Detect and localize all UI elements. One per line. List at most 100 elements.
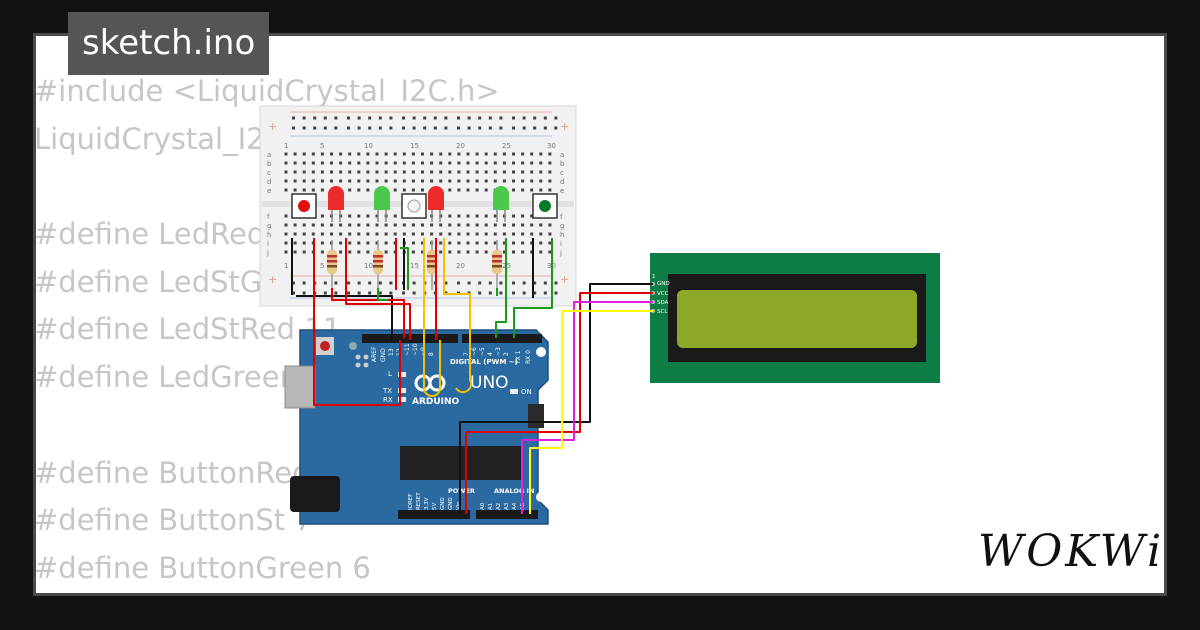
rail-hole bbox=[433, 116, 437, 120]
preview-card bbox=[33, 33, 1167, 596]
breadboard-hole bbox=[502, 223, 506, 227]
breadboard-hole bbox=[502, 152, 506, 156]
rail-hole bbox=[522, 116, 526, 120]
breadboard-hole bbox=[439, 250, 443, 254]
rail-hole bbox=[554, 291, 558, 295]
breadboard-hole bbox=[448, 232, 452, 236]
breadboard-hole bbox=[484, 223, 488, 227]
breadboard-hole bbox=[411, 179, 415, 183]
breadboard-hole bbox=[512, 241, 515, 245]
breadboard-hole bbox=[493, 223, 497, 227]
rail-hole bbox=[488, 126, 492, 130]
push-button-green[interactable] bbox=[532, 193, 558, 219]
breadboard-hole bbox=[539, 161, 543, 165]
rail-hole bbox=[488, 281, 492, 285]
breadboard-hole bbox=[393, 232, 397, 236]
breadboard-hole bbox=[448, 241, 452, 245]
lcd-pin-label: VCC bbox=[657, 291, 669, 297]
rail-hole bbox=[499, 291, 503, 295]
breadboard-hole bbox=[521, 179, 525, 183]
breadboard-hole bbox=[521, 223, 525, 227]
code-line: #define ButtonRed 8 bbox=[34, 455, 339, 490]
breadboard-hole bbox=[384, 179, 388, 183]
wire-yellow bbox=[423, 238, 441, 397]
svg-text:+: + bbox=[560, 273, 569, 286]
breadboard-hole bbox=[357, 152, 361, 156]
breadboard-hole bbox=[493, 214, 497, 218]
digital-header-label: DIGITAL (PWM ~) bbox=[450, 358, 518, 366]
rail-hole bbox=[402, 126, 405, 130]
rail-hole bbox=[292, 291, 295, 295]
breadboard-hole bbox=[512, 188, 515, 192]
breadboard-hole bbox=[484, 214, 488, 218]
breadboard-hole bbox=[502, 161, 506, 165]
breadboard-hole bbox=[439, 170, 443, 174]
wire-green bbox=[495, 238, 507, 338]
row-letter: f bbox=[560, 213, 563, 221]
arduino-uno-board[interactable]: AREF GND 13 12 ~11 ~10 ~9 8 7 ~6 ~5 4 ~3… bbox=[284, 329, 549, 525]
breadboard-hole bbox=[348, 170, 352, 174]
breadboard-hole bbox=[375, 179, 379, 183]
row-letter: i bbox=[560, 240, 562, 248]
row-letter: a bbox=[267, 151, 271, 159]
breadboard-hole bbox=[421, 223, 424, 227]
breadboard-hole bbox=[493, 179, 497, 183]
breadboard-hole bbox=[539, 179, 543, 183]
breadboard-hole bbox=[320, 241, 324, 245]
breadboard-hole bbox=[293, 170, 297, 174]
breadboard-hole bbox=[393, 179, 397, 183]
wire-black bbox=[296, 295, 393, 340]
rail-hole bbox=[402, 116, 405, 120]
breadboard-hole bbox=[302, 188, 306, 192]
rail-hole bbox=[554, 126, 558, 130]
breadboard-hole bbox=[493, 152, 497, 156]
breadboard-hole bbox=[402, 161, 406, 165]
rail-hole bbox=[389, 291, 393, 295]
pin-label: ~5 bbox=[479, 347, 486, 356]
lcd-display[interactable]: 1 GND VCC SDA SCL bbox=[650, 253, 940, 383]
breadboard-hole bbox=[357, 232, 361, 236]
svg-text:+: + bbox=[268, 273, 277, 286]
breadboard-hole bbox=[375, 214, 379, 218]
breadboard-hole bbox=[548, 241, 552, 245]
power-pin-label: GND bbox=[448, 497, 454, 510]
push-button-red[interactable] bbox=[291, 193, 317, 219]
rail-hole bbox=[412, 116, 416, 120]
row-letter: h bbox=[560, 231, 564, 239]
breadboard-hole bbox=[539, 170, 543, 174]
breadboard-hole bbox=[466, 161, 470, 165]
column-number: 1 bbox=[284, 142, 288, 150]
rail-hole bbox=[389, 116, 393, 120]
push-button-white[interactable] bbox=[401, 193, 427, 219]
breadboard-hole bbox=[466, 214, 470, 218]
analog-pin-label: A0 bbox=[480, 502, 486, 510]
breadboard-hole bbox=[320, 161, 324, 165]
breadboard-hole bbox=[348, 241, 352, 245]
breadboard-hole bbox=[466, 152, 470, 156]
breadboard-hole bbox=[457, 161, 461, 165]
rail-hole bbox=[347, 291, 350, 295]
rail-hole bbox=[357, 291, 361, 295]
lcd-pin-label: SCL bbox=[657, 309, 668, 315]
pin-label: ~10 bbox=[412, 343, 419, 356]
rail-hole bbox=[522, 291, 526, 295]
breadboard-hole bbox=[448, 223, 452, 227]
breadboard-hole bbox=[357, 179, 361, 183]
breadboard-hole bbox=[521, 152, 525, 156]
breadboard-hole bbox=[512, 179, 515, 183]
rail-hole bbox=[334, 291, 338, 295]
breadboard-hole bbox=[539, 152, 543, 156]
file-tab[interactable]: sketch.ino bbox=[68, 12, 270, 75]
wire-red bbox=[331, 288, 405, 338]
breadboard-hole bbox=[384, 152, 388, 156]
rail-hole bbox=[478, 126, 482, 130]
rail-hole bbox=[423, 126, 427, 130]
rail-hole bbox=[347, 281, 350, 285]
breadboard-hole bbox=[502, 170, 506, 174]
rail-hole bbox=[554, 281, 558, 285]
breadboard-hole bbox=[475, 214, 479, 218]
breadboard-hole bbox=[475, 232, 479, 236]
breadboard-hole bbox=[439, 161, 443, 165]
breadboard-hole bbox=[502, 232, 506, 236]
pin-label: 13 bbox=[388, 348, 395, 356]
